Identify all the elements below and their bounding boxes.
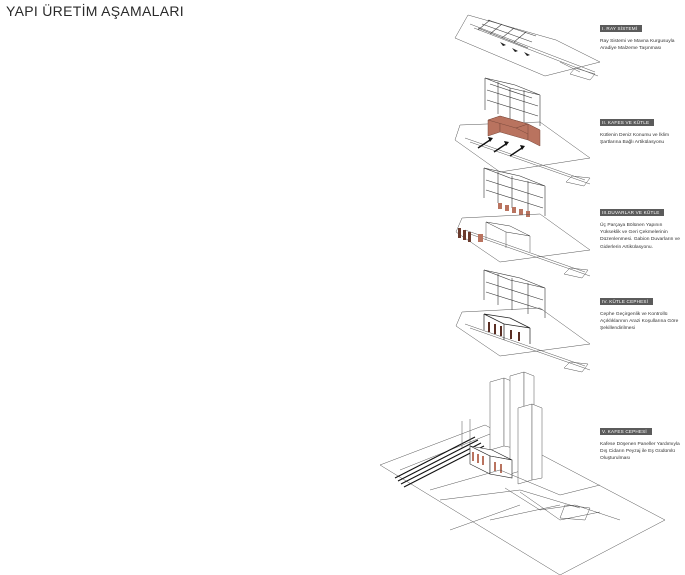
stage-4-description: Cephe Geçirgenlik ve Kontrollü Açıklıkla… [600,312,679,332]
stage-4-label: IV. KÜTLE CEPHESİ Cephe Geçirgenlik ve K… [600,290,680,333]
stage-4-tag: IV. KÜTLE CEPHESİ [600,298,654,305]
stage-5-context-diagram [379,371,666,575]
stage-2-cage-mass-diagram [454,77,591,187]
stage-1-rail-diagram [454,14,601,81]
stage-2-label: II. KAFES VE KÜTLE Kütlenin Deniz Konumu… [600,111,680,146]
stage-3-walls-mass-diagram [455,167,591,279]
stage-1-label: I. RAY SİSTEMİ Ray Sistemi ve Mavna Kurg… [600,17,680,52]
stage-2-description: Kütlenin Deniz Konumu ve İklim Şartların… [600,133,670,146]
stage-4-mass-facade-diagram [455,269,591,373]
stage-5-label: V. KAFES CEPHESİ Kafese Döşenen Paneller… [600,420,680,463]
stage-3-description: Üç Parçaya Bölünen Yapının Yükseklik ve … [600,223,680,250]
stage-3-label: III.DUVARLAR VE KÜTLE Üç Parçaya Bölünen… [600,201,680,251]
stage-2-tag: II. KAFES VE KÜTLE [600,119,655,126]
stage-5-tag: V. KAFES CEPHESİ [600,428,652,435]
page-title: YAPI ÜRETİM AŞAMALARI [6,3,184,19]
stage-5-description: Kafese Döşenen Paneller Yardımıyla Dış C… [600,442,680,462]
stage-1-tag: I. RAY SİSTEMİ [600,25,643,32]
stage-1-description: Ray Sistemi ve Mavna Kurgusuyla Aradiye … [600,39,675,52]
stage-3-tag: III.DUVARLAR VE KÜTLE [600,209,665,216]
